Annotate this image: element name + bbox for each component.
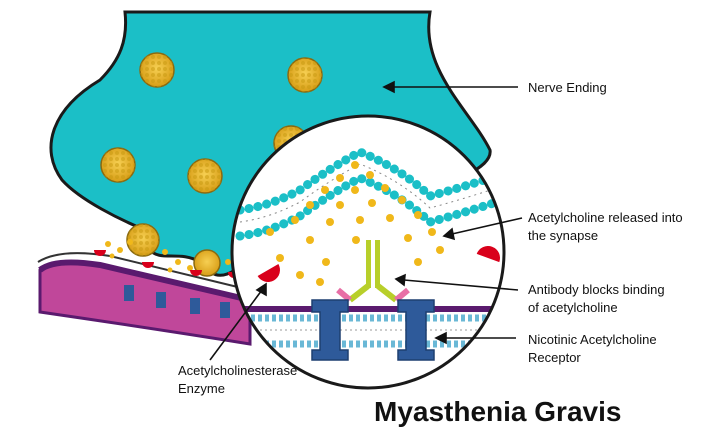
label-antibody-line1: Antibody blocks binding [528, 282, 665, 297]
postsynaptic-membrane [232, 314, 504, 348]
label-nerve-ending-text: Nerve Ending [528, 80, 607, 95]
presynaptic-membrane [235, 147, 504, 215]
nicotinic-receptors [311, 299, 435, 361]
label-enzyme-line1: Acetylcholinesterase [178, 363, 298, 378]
label-nerve-ending: Nerve Ending [528, 79, 607, 97]
label-ach-released-line2: the synapse [528, 228, 599, 243]
small-receptor-row [124, 285, 230, 318]
cleft-acetylcholine [105, 239, 231, 273]
label-antibody-line2: of acetylcholine [528, 300, 618, 315]
zoom-circle-contents [232, 116, 504, 361]
label-antibody: Antibody blocks binding of acetylcholine [528, 281, 665, 317]
label-ach-released-line1: Acetylcholine released into [528, 210, 683, 225]
label-enzyme-line2: Enzyme [178, 381, 225, 396]
zoom-circle-border [230, 114, 506, 390]
released-acetylcholine [266, 161, 444, 286]
label-receptor: Nicotinic Acetylcholine Receptor [528, 331, 657, 367]
label-enzyme: Acetylcholinesterase Enzyme [178, 362, 297, 398]
label-receptor-line2: Receptor [528, 350, 581, 365]
circle-enzymes [257, 246, 500, 282]
muscle-membrane [38, 259, 251, 303]
pointer-arrows [209, 80, 523, 361]
antibody [336, 240, 410, 303]
label-receptor-line1: Nicotinic Acetylcholine [528, 332, 657, 347]
label-ach-released: Acetylcholine released into the synapse [528, 209, 683, 245]
diagram-title: Myasthenia Gravis [374, 396, 622, 427]
